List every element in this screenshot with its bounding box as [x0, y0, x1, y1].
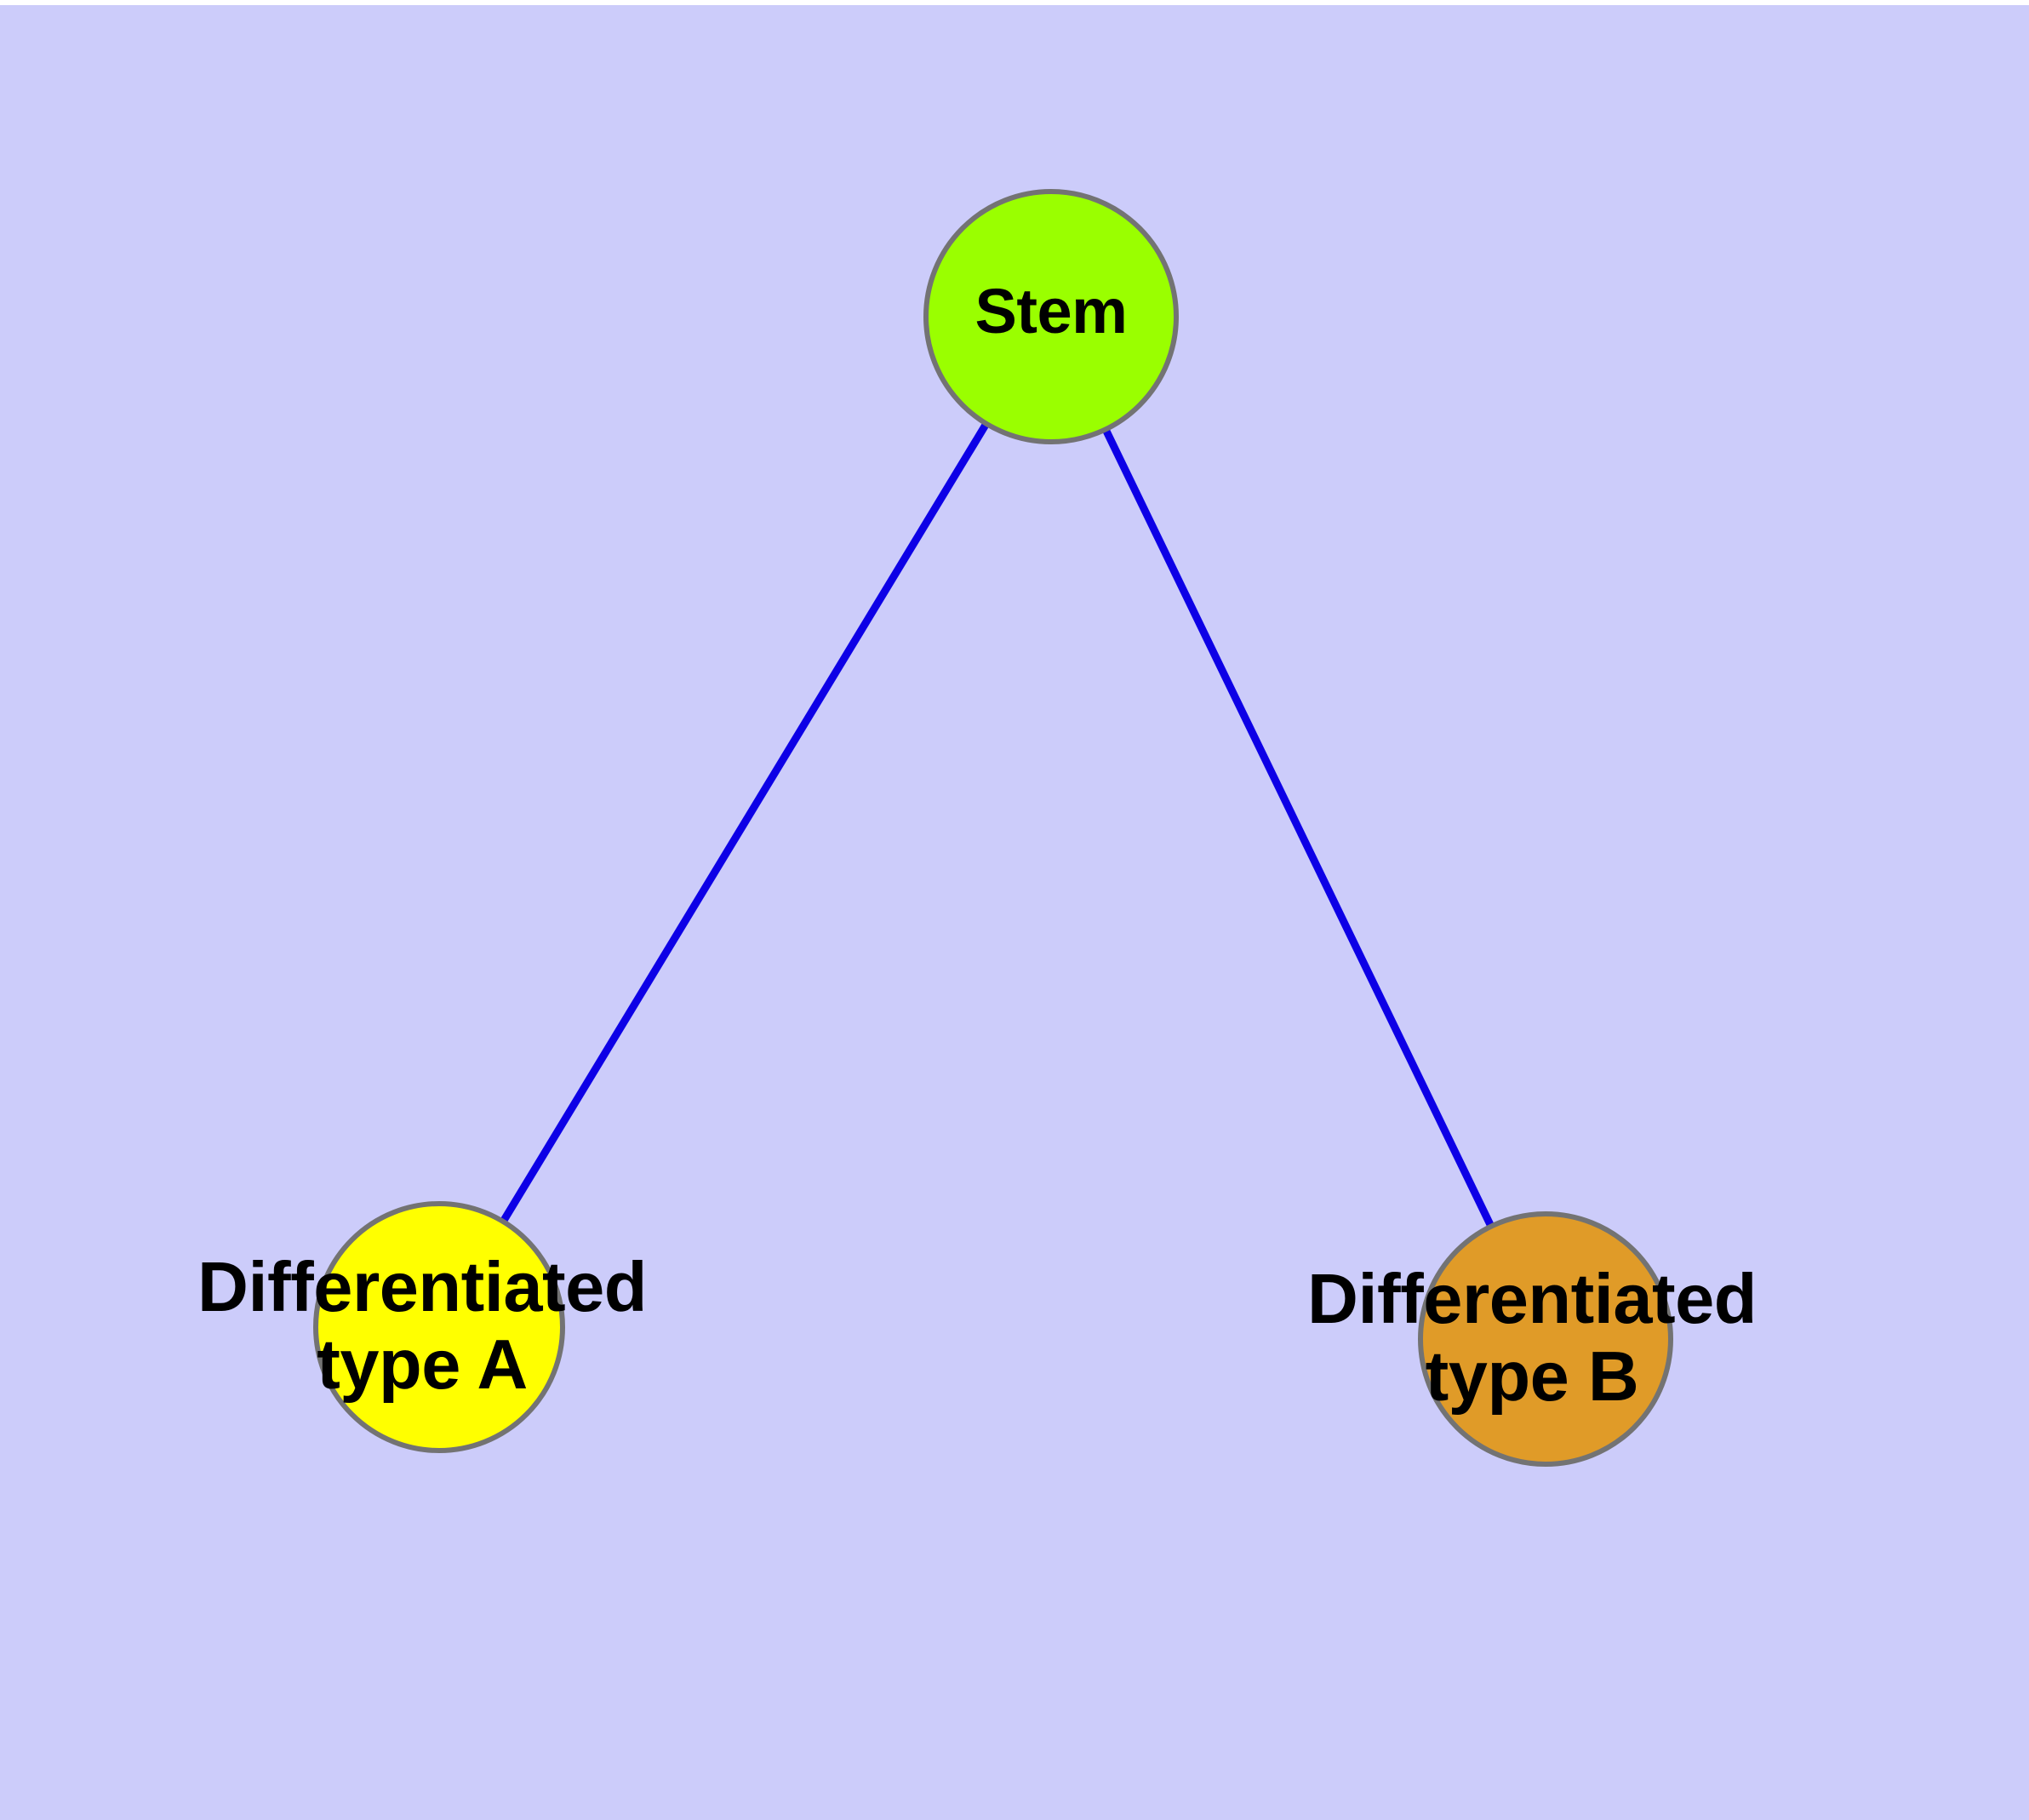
node-differentiated-type-b[interactable]	[1418, 1211, 1673, 1467]
edges-layer	[436, 314, 1550, 1341]
edge-stem-to-diff-a[interactable]	[436, 314, 1055, 1330]
edge-stem-to-diff-b[interactable]	[1047, 315, 1550, 1341]
node-differentiated-type-a[interactable]	[313, 1201, 565, 1453]
nodes-layer	[313, 189, 1673, 1467]
node-stem[interactable]	[923, 189, 1179, 444]
